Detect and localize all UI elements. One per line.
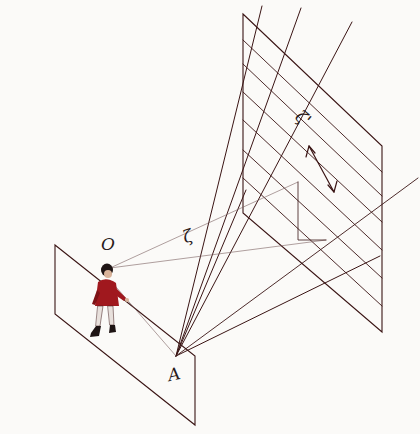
rays bbox=[176, 6, 380, 356]
observer-figure bbox=[90, 264, 129, 338]
double-arrow bbox=[306, 146, 337, 192]
plane-label: ζ bbox=[181, 227, 195, 246]
plane-label: ζ' bbox=[292, 108, 314, 130]
object-plane bbox=[243, 14, 382, 332]
point-label: O bbox=[101, 236, 115, 253]
ground-line bbox=[176, 178, 418, 356]
sight-lines bbox=[110, 182, 326, 356]
plane-lines bbox=[243, 40, 382, 306]
construction-line bbox=[298, 182, 326, 240]
picture-plane bbox=[55, 245, 195, 425]
point-label: A bbox=[166, 365, 182, 384]
